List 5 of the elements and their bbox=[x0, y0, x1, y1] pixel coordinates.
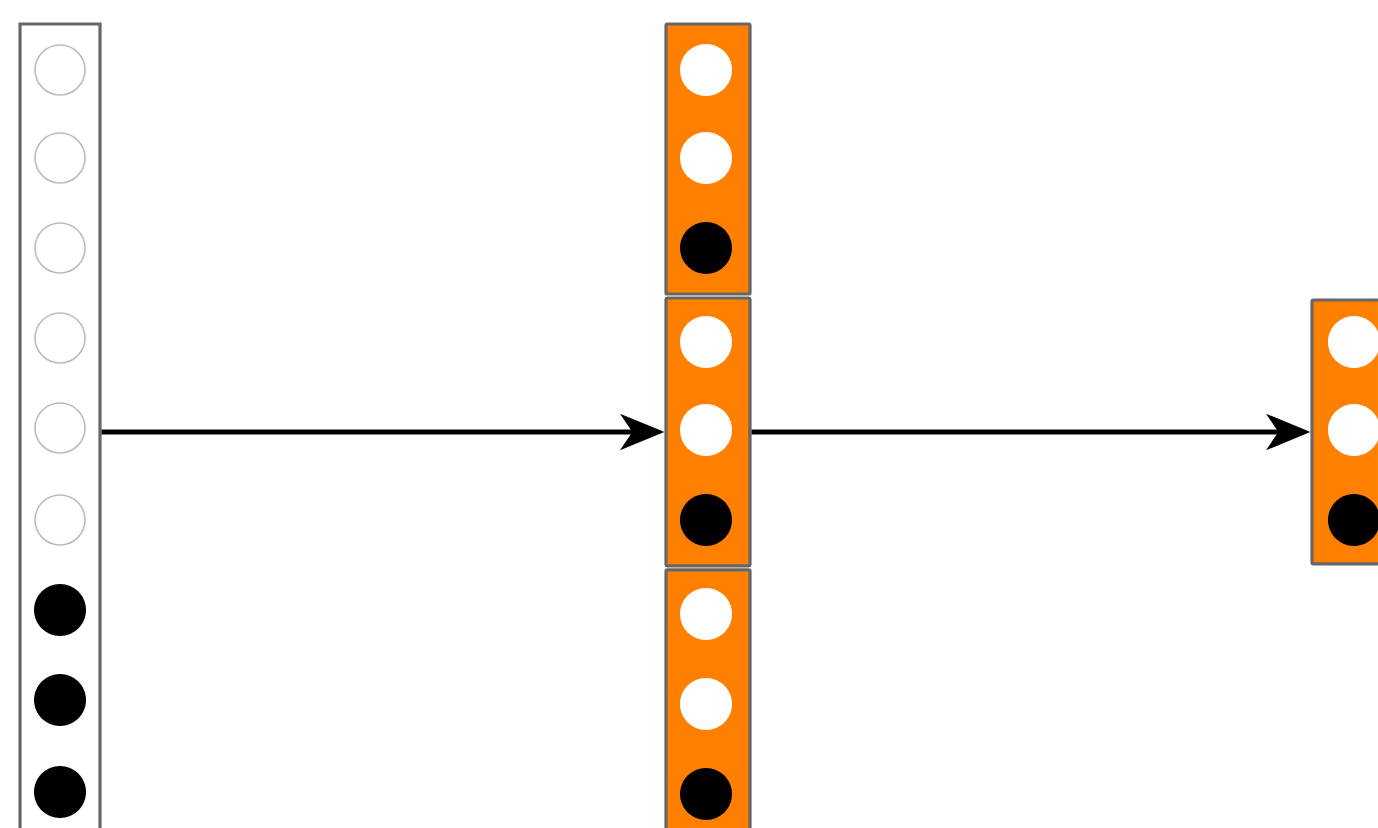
ball-box-drawing bbox=[664, 296, 752, 568]
ball-box-drawing bbox=[664, 22, 752, 296]
ball-box-drawing bbox=[1310, 298, 1378, 566]
ball-box-drawing bbox=[664, 568, 752, 828]
ball-column-drawing bbox=[18, 22, 102, 828]
